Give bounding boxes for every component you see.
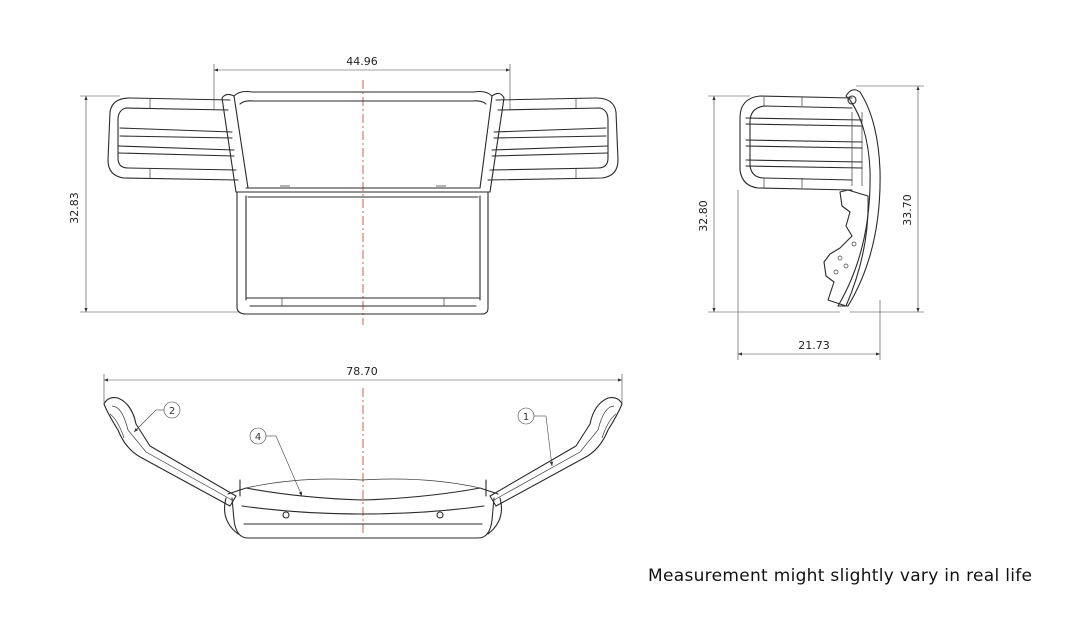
balloon-4-label: 4 — [255, 432, 261, 443]
side-height-dimension-left: 32.80 — [697, 95, 840, 313]
front-width-dimension: 44.96 — [213, 55, 511, 110]
balloon-1-label: 1 — [523, 412, 529, 423]
side-depth-label: 21.73 — [798, 339, 830, 352]
front-right-wing — [487, 97, 619, 181]
front-height-dimension: 32.83 — [68, 95, 240, 313]
side-view: 32.80 33.70 21.73 — [697, 85, 924, 360]
front-lower-frame — [236, 191, 489, 315]
side-depth-dimension: 21.73 — [737, 190, 881, 360]
top-left-wing — [103, 397, 237, 507]
side-mount-bracket — [823, 189, 869, 307]
top-center-frame — [223, 478, 503, 539]
side-height-right-label: 33.70 — [901, 194, 914, 226]
balloon-2-label: 2 — [169, 406, 175, 417]
top-right-wing — [489, 397, 623, 507]
front-height-label: 32.83 — [68, 192, 81, 224]
balloon-1: 1 — [517, 407, 554, 467]
side-height-left-label: 32.80 — [697, 200, 710, 232]
front-left-wing — [107, 97, 239, 181]
top-width-dimension: 78.70 — [103, 365, 623, 404]
front-view: 44.96 32.83 — [68, 55, 619, 325]
side-wing-frame — [739, 95, 863, 191]
side-upright — [837, 89, 881, 307]
disclaimer-note: Measurement might slightly vary in real … — [648, 566, 1033, 586]
front-width-label: 44.96 — [346, 55, 378, 68]
side-height-dimension-right: 33.70 — [850, 85, 924, 313]
balloon-2: 2 — [133, 401, 181, 433]
top-width-label: 78.70 — [346, 365, 378, 378]
front-main-hoop — [221, 90, 505, 198]
balloon-4: 4 — [249, 427, 303, 497]
top-view: 78.70 2 1 4 — [103, 365, 623, 539]
